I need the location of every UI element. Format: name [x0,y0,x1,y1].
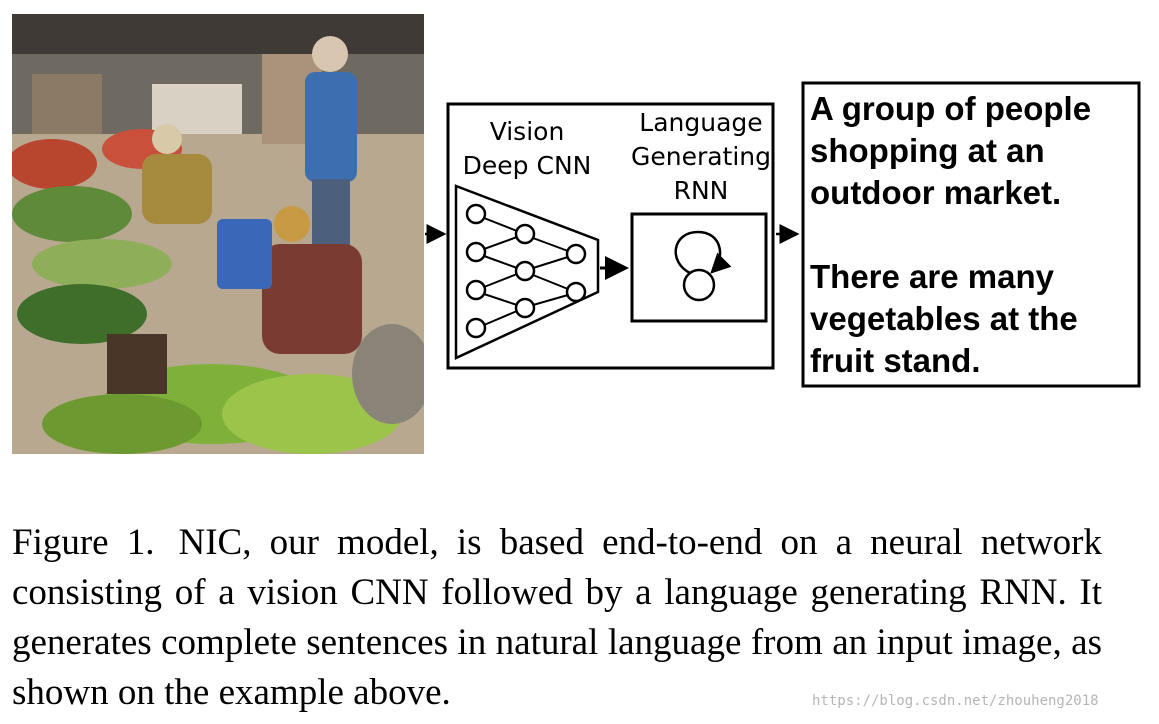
rnn-node [682,268,716,302]
output-sentence2-line1: There are many [810,258,1055,295]
language-label-line2: Generating [631,142,771,171]
input-market-photo [12,14,424,454]
language-label-line3: RNN [674,176,729,205]
caption-text: NIC, our model, is based end-to-end on a… [12,522,1102,713]
output-sentence1-line2: shopping at an [810,132,1045,169]
vision-label-line2: Deep CNN [463,151,592,180]
figure-caption: Figure 1.NIC, our model, is based end-to… [12,518,1102,718]
output-sentence1-line1: A group of people [810,90,1091,127]
output-sentence2-line3: fruit stand. [810,342,981,379]
language-label-line1: Language [639,108,762,137]
market-scene-illustration [12,14,424,454]
rnn-recurrent-loop [674,230,732,275]
cnn-nodes [465,203,587,339]
figure-label: Figure 1. [12,522,155,563]
cnn-edges [483,217,569,326]
watermark: https://blog.csdn.net/zhouheng2018 [812,693,1099,709]
output-sentences-box [801,81,1141,388]
vision-label-line1: Vision [490,117,565,146]
output-sentence2-line2: vegetables at the [810,300,1078,337]
cnn-trapezoid [454,184,600,360]
output-sentence1-line3: outdoor market. [810,174,1061,211]
rnn-box [630,212,768,323]
